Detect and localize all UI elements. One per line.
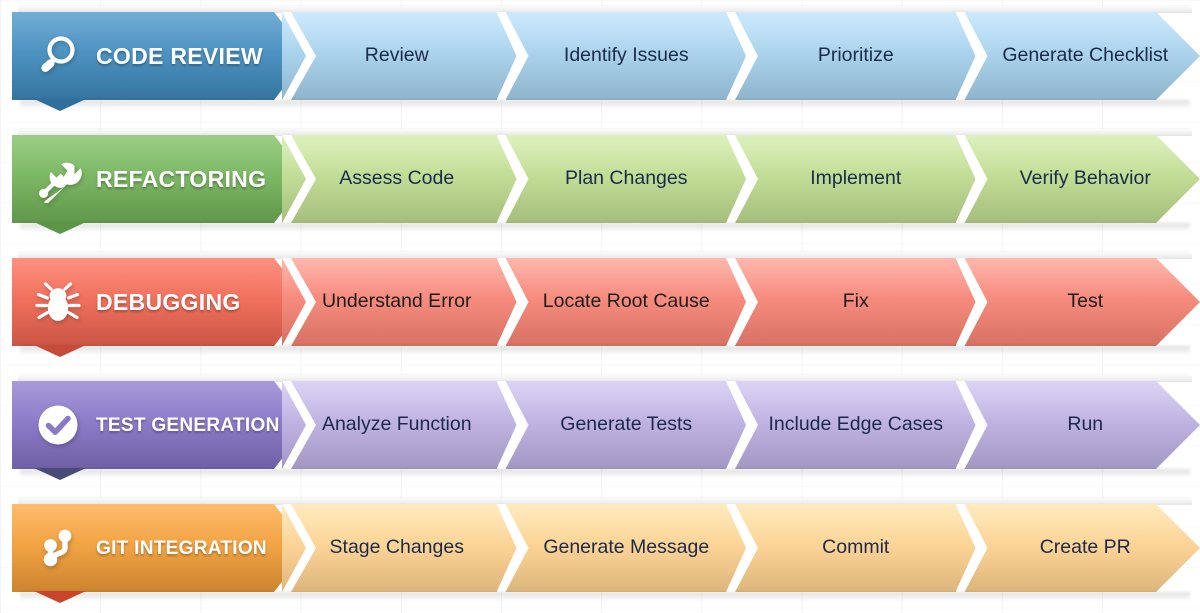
category-label-text: DEBUGGING bbox=[96, 288, 241, 315]
process-band: REFACTORING Assess Code Plan Changes Implem… bbox=[12, 135, 1200, 223]
process-row: CODE REVIEW Review Identify Issues Prioriti… bbox=[0, 6, 1200, 111]
category-label-text: REFACTORING bbox=[96, 165, 267, 192]
row-top-ridge bbox=[18, 498, 1192, 505]
process-step-label: Assess Code bbox=[339, 167, 455, 190]
process-step-label: Generate Checklist bbox=[1002, 44, 1169, 67]
process-step-label: Identify Issues bbox=[563, 44, 689, 67]
row-top-ridge bbox=[18, 252, 1192, 259]
git-branch-icon bbox=[34, 524, 82, 572]
process-step-label: Create PR bbox=[1039, 536, 1131, 559]
process-step[interactable]: Create PR bbox=[971, 504, 1200, 592]
category-label-code-review[interactable]: CODE REVIEW bbox=[12, 12, 308, 100]
process-band: GIT INTEGRATION Stage Changes Generate Mes… bbox=[12, 504, 1200, 592]
process-step[interactable]: Plan Changes bbox=[512, 135, 742, 223]
process-band: DEBUGGING Understand Error Locate Root Cau… bbox=[12, 258, 1200, 346]
process-band: CODE REVIEW Review Identify Issues Prioriti… bbox=[12, 12, 1200, 100]
process-steps: Review Identify Issues Prioritize Generate … bbox=[282, 12, 1200, 100]
process-steps: Assess Code Plan Changes Implement Verify B… bbox=[282, 135, 1200, 223]
process-row: GIT INTEGRATION Stage Changes Generate Mes… bbox=[0, 498, 1200, 603]
process-row: DEBUGGING Understand Error Locate Root Cau… bbox=[0, 252, 1200, 357]
process-step-label: Commit bbox=[822, 536, 890, 559]
category-label-text: TEST GENERATION bbox=[96, 414, 280, 436]
label-fold-tab bbox=[34, 468, 86, 480]
row-bottom-shadow bbox=[20, 592, 1190, 601]
process-step[interactable]: Prioritize bbox=[741, 12, 971, 100]
process-band: TEST GENERATION Analyze Function Generate … bbox=[12, 381, 1200, 469]
process-step-label: Plan Changes bbox=[564, 167, 688, 190]
process-step[interactable]: Review bbox=[282, 12, 512, 100]
process-step[interactable]: Verify Behavior bbox=[971, 135, 1200, 223]
process-steps: Stage Changes Generate Message Commit Creat… bbox=[282, 504, 1200, 592]
process-row: TEST GENERATION Analyze Function Generate … bbox=[0, 375, 1200, 480]
row-top-ridge bbox=[18, 129, 1192, 136]
category-label-git-integration[interactable]: GIT INTEGRATION bbox=[12, 504, 308, 592]
category-label-text: CODE REVIEW bbox=[96, 42, 263, 69]
row-top-ridge bbox=[18, 6, 1192, 13]
process-step[interactable]: Stage Changes bbox=[282, 504, 512, 592]
category-label-text: GIT INTEGRATION bbox=[96, 537, 267, 559]
process-step[interactable]: Generate Message bbox=[512, 504, 742, 592]
row-bottom-shadow bbox=[20, 469, 1190, 478]
process-step-label: Generate Message bbox=[543, 536, 710, 559]
process-step[interactable]: Include Edge Cases bbox=[741, 381, 971, 469]
process-step[interactable]: Test bbox=[971, 258, 1200, 346]
process-step-label: Review bbox=[364, 44, 429, 67]
process-step[interactable]: Locate Root Cause bbox=[512, 258, 742, 346]
process-step[interactable]: Generate Checklist bbox=[971, 12, 1200, 100]
process-step-label: Fix bbox=[842, 290, 869, 313]
process-row: REFACTORING Assess Code Plan Changes Implem… bbox=[0, 129, 1200, 234]
process-step[interactable]: Commit bbox=[741, 504, 971, 592]
process-steps: Analyze Function Generate Tests Include Ed… bbox=[282, 381, 1200, 469]
label-fold-tab bbox=[34, 99, 86, 111]
process-step-label: Verify Behavior bbox=[1019, 167, 1151, 190]
process-step-label: Analyze Function bbox=[321, 413, 472, 436]
process-step-label: Locate Root Cause bbox=[542, 290, 710, 313]
process-step[interactable]: Run bbox=[971, 381, 1200, 469]
process-step-label: Prioritize bbox=[817, 44, 894, 67]
wrench-icon bbox=[34, 155, 82, 203]
process-steps: Understand Error Locate Root Cause Fix Test bbox=[282, 258, 1200, 346]
category-label-debugging[interactable]: DEBUGGING bbox=[12, 258, 308, 346]
process-step[interactable]: Analyze Function bbox=[282, 381, 512, 469]
row-bottom-shadow bbox=[20, 100, 1190, 109]
process-step[interactable]: Understand Error bbox=[282, 258, 512, 346]
process-step[interactable]: Identify Issues bbox=[512, 12, 742, 100]
row-bottom-shadow bbox=[20, 346, 1190, 355]
process-step-label: Run bbox=[1067, 413, 1104, 436]
category-label-test-generation[interactable]: TEST GENERATION bbox=[12, 381, 308, 469]
process-step-label: Generate Tests bbox=[560, 413, 693, 436]
check-circle-icon bbox=[34, 401, 82, 449]
process-step[interactable]: Implement bbox=[741, 135, 971, 223]
process-step-label: Include Edge Cases bbox=[768, 413, 944, 436]
process-step-label: Implement bbox=[810, 167, 902, 190]
label-fold-tab bbox=[34, 345, 86, 357]
process-step[interactable]: Generate Tests bbox=[512, 381, 742, 469]
process-step[interactable]: Assess Code bbox=[282, 135, 512, 223]
bug-icon bbox=[34, 278, 82, 326]
magnifier-icon bbox=[34, 32, 82, 80]
label-fold-tab bbox=[34, 222, 86, 234]
label-fold-tab bbox=[34, 591, 86, 603]
category-label-refactoring[interactable]: REFACTORING bbox=[12, 135, 308, 223]
row-top-ridge bbox=[18, 375, 1192, 382]
process-step-label: Stage Changes bbox=[329, 536, 464, 559]
process-step-label: Test bbox=[1067, 290, 1104, 313]
process-step-label: Understand Error bbox=[321, 290, 472, 313]
process-step[interactable]: Fix bbox=[741, 258, 971, 346]
row-bottom-shadow bbox=[20, 223, 1190, 232]
